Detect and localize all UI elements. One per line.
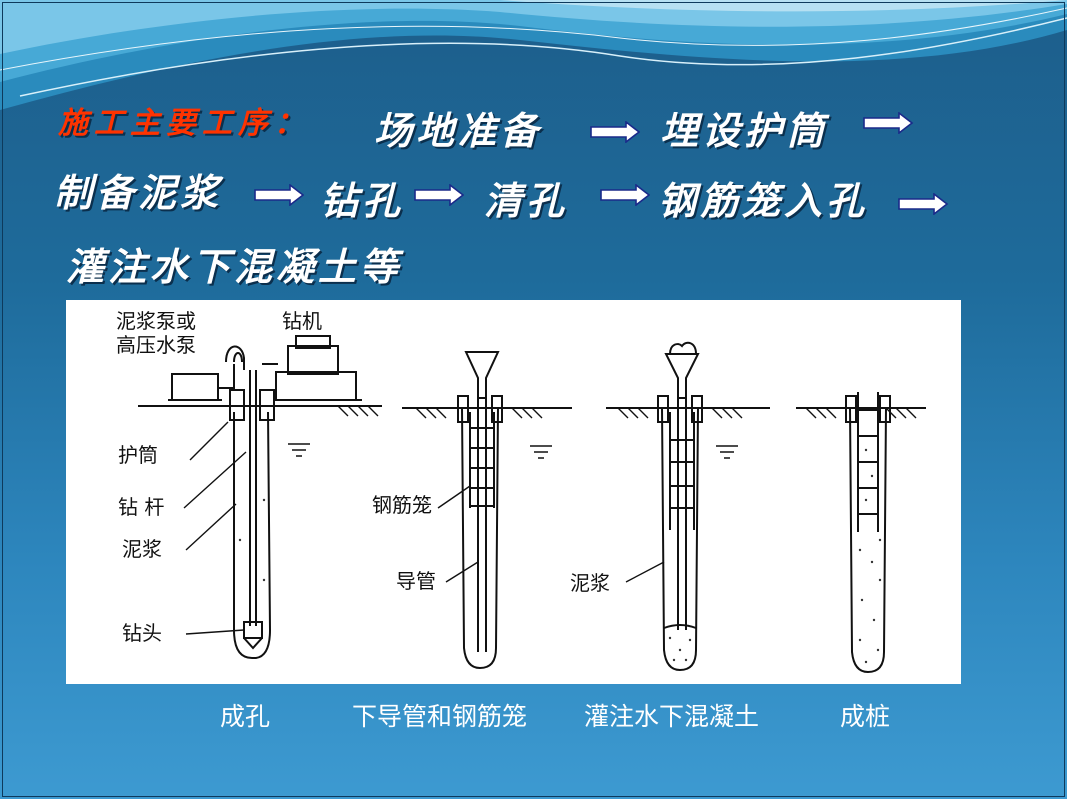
step-casing: 埋设护筒 <box>660 108 829 153</box>
wave-header-decoration <box>0 0 1067 110</box>
label-pump-2: 高压水泵 <box>116 333 196 357</box>
label-cage: 钢筋笼 <box>372 493 432 517</box>
step-site-preparation: 场地准备 <box>374 108 543 153</box>
caption-pile: 成桩 <box>840 702 891 731</box>
step-cleaning: 清孔 <box>484 178 569 223</box>
step-concrete: 灌注水下混凝土等 <box>66 244 403 289</box>
hole-3 <box>657 341 703 672</box>
caption-tremie-cage: 下导管和钢筋笼 <box>352 702 528 731</box>
arrow-right-icon <box>600 184 650 206</box>
label-slurry-2: 泥浆 <box>570 571 610 595</box>
hole-4 <box>845 392 891 674</box>
label-drill-bit: 钻头 <box>122 621 162 645</box>
caption-hole: 成孔 <box>220 702 271 731</box>
arrow-right-icon <box>898 193 949 215</box>
step-cage: 钢筋笼入孔 <box>658 178 869 223</box>
label-rig: 钻机 <box>282 309 322 333</box>
title-label: 施工主要工序： <box>58 106 310 141</box>
label-tremie: 导管 <box>396 569 436 593</box>
step-drilling: 钻孔 <box>320 178 405 223</box>
label-slurry: 泥浆 <box>122 537 162 561</box>
label-pump: 泥浆泵或 <box>116 309 196 333</box>
label-casing: 护筒 <box>118 443 158 467</box>
step-slurry: 制备泥浆 <box>54 170 223 215</box>
caption-pour: 灌注水下混凝土 <box>584 702 760 731</box>
arrow-right-icon <box>590 121 640 143</box>
construction-diagram: 泥浆泵或 高压水泵 钻机 护筒 钻 杆 泥浆 钻头 钢筋笼 导管 泥浆 <box>66 300 961 684</box>
hole-2 <box>457 351 503 670</box>
label-drill-rod: 钻 杆 <box>118 495 164 519</box>
arrow-right-icon <box>414 184 464 206</box>
arrow-right-icon <box>863 112 914 134</box>
arrow-right-icon <box>254 184 304 206</box>
